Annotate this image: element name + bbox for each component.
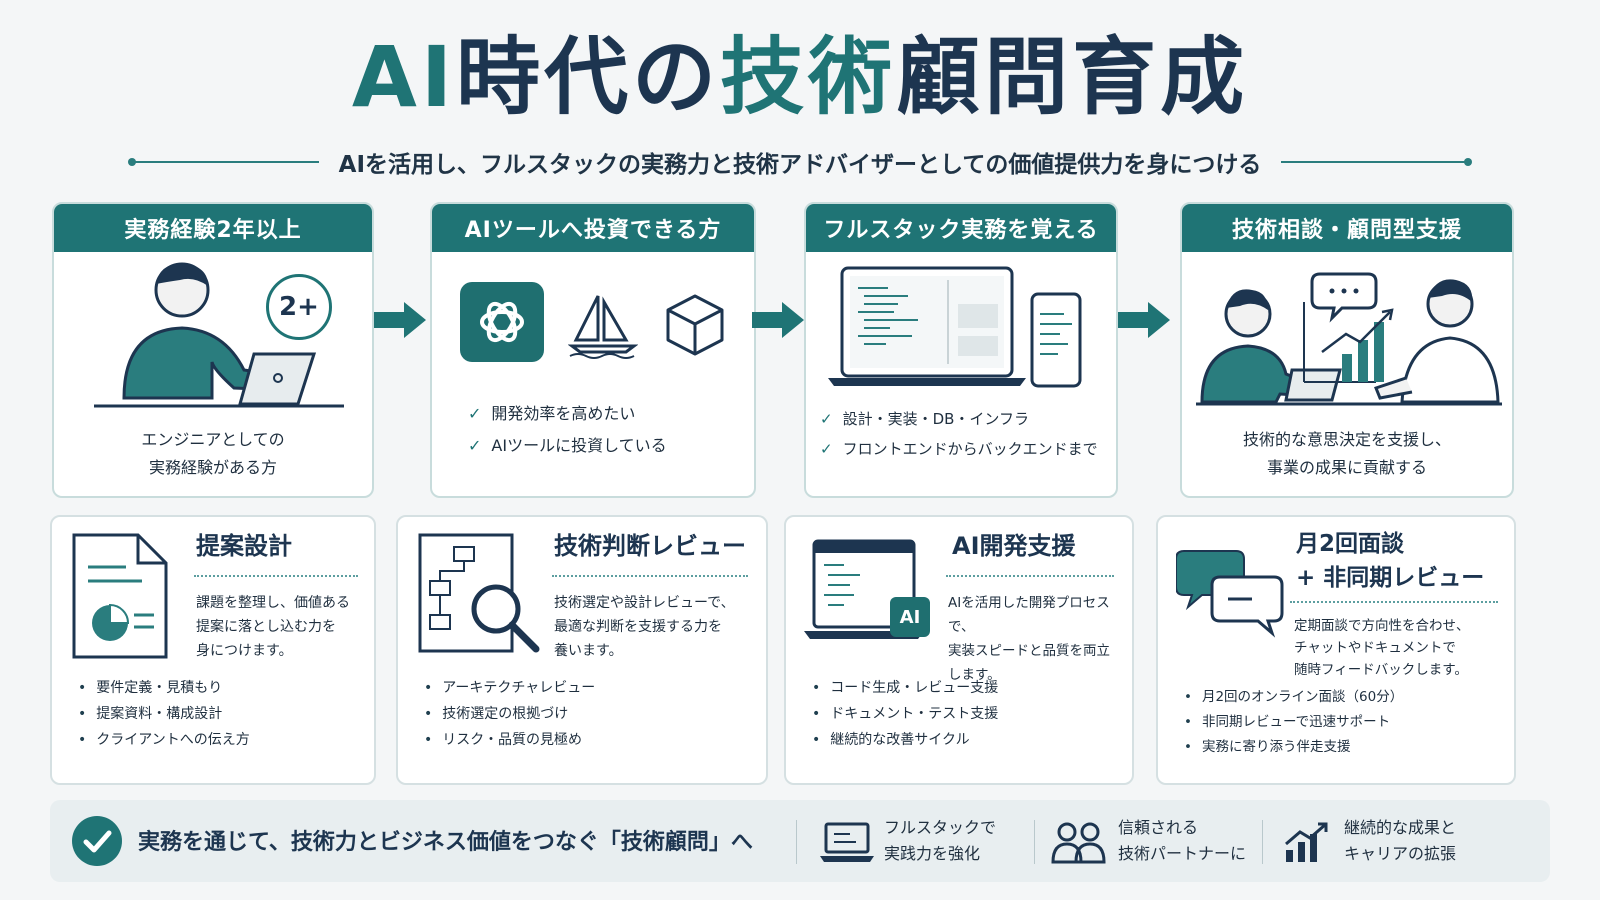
step-description-line1: エンジニアとしての <box>141 430 285 449</box>
step-header: フルスタック実務を覚える <box>806 204 1116 252</box>
subtitle-row: AIを活用し、フルスタックの実務力と技術アドバイザーとしての価値提供力を身につけ… <box>128 145 1472 179</box>
step-header: AIツールへ投資できる方 <box>432 204 754 252</box>
card-title-line1: 月2回面談 <box>1296 531 1405 557</box>
title-advisor: 顧問育成 <box>896 28 1249 126</box>
card-description: AIを活用した開発プロセスで、実装スピードと品質を両立します。 <box>948 595 1110 683</box>
banner-item-partner: 信頼される技術パートナーに <box>1118 818 1247 863</box>
card-description: 技術選定や設計レビューで、最適な判断を支援する力を養います。 <box>554 595 735 659</box>
page-title: AI時代の技術顧問育成 <box>0 22 1600 132</box>
sailboat-icon <box>568 295 638 359</box>
list-item: リスク・品質の見極め <box>424 727 595 753</box>
ai-chip-badge: AI <box>890 597 930 637</box>
banner-item-fullstack: フルスタックで実践力を強化 <box>884 818 997 863</box>
cube-icon <box>666 294 724 356</box>
card-ai-dev-support: AI AI開発支援 AIを活用した開発プロセスで、実装スピードと品質を両立します… <box>784 515 1134 785</box>
card-bullet-list: 月2回のオンライン面談（60分） 非同期レビューで迅速サポート 実務に寄り添う伴… <box>1184 685 1403 760</box>
step-header: 技術相談・顧問型支援 <box>1182 204 1512 252</box>
card-title: AI開発支援 <box>952 532 1076 560</box>
experience-badge: 2+ <box>266 274 332 340</box>
arrow-right-icon <box>374 302 426 338</box>
banner-message: 実務を通じて、技術力とビジネス価値をつなぐ「技術顧問」へ <box>138 830 753 855</box>
checklist: ✓設計・実装・DB・インフラ ✓フロントエンドからバックエンドまで <box>820 404 1098 464</box>
step-header: 実務経験2年以上 <box>54 204 372 252</box>
growth-chart-icon <box>1285 822 1328 862</box>
card-divider <box>946 575 1114 577</box>
list-item: 実務に寄り添う伴走支援 <box>1184 735 1403 760</box>
card-bullet-list: アーキテクチャレビュー 技術選定の根拠づけ リスク・品質の見極め <box>424 675 595 753</box>
chat-bubbles-icon <box>1176 550 1284 638</box>
laptop-icon <box>820 822 874 862</box>
card-divider <box>1290 601 1498 603</box>
card-description: 定期面談で方向性を合わせ、チャットやドキュメントで随時フィードバックします。 <box>1294 618 1470 678</box>
banner-divider <box>1034 820 1035 864</box>
card-divider <box>194 575 358 577</box>
banner-item-career: 継続的な成果とキャリアの拡張 <box>1344 818 1457 863</box>
step-card-experience: 実務経験2年以上 2+ エンジニアとしての 実務経験がある方 <box>52 202 374 498</box>
card-title-line2: + 非同期レビュー <box>1296 565 1485 591</box>
list-item: 技術選定の根拠づけ <box>424 701 595 727</box>
check-item: ✓AIツールに投資している <box>468 436 667 455</box>
step-card-fullstack: フルスタック実務を覚える ✓設計・実装・DB・インフラ ✓フ <box>804 202 1118 498</box>
ai-assistant-icon <box>460 282 544 362</box>
card-bullet-list: 要件定義・見積もり 提案資料・構成設計 クライアントへの伝え方 <box>78 675 250 753</box>
step-description-line2: 実務経験がある方 <box>148 458 277 477</box>
check-item: ✓開発効率を高めたい <box>468 404 636 423</box>
card-bullet-list: コード生成・レビュー支援 ドキュメント・テスト支援 継続的な改善サイクル <box>812 675 998 753</box>
list-item: クライアントへの伝え方 <box>78 727 249 753</box>
list-item: 要件定義・見積もり <box>78 675 250 701</box>
card-tech-review: 技術判断レビュー 技術選定や設計レビューで、最適な判断を支援する力を養います。 … <box>396 515 768 785</box>
arrow-right-icon <box>752 302 804 338</box>
engineer-laptop-icon <box>94 262 344 408</box>
subtitle-divider-right <box>1281 158 1472 166</box>
card-description: 課題を整理し、価値ある提案に落とし込む力を身につけます。 <box>196 595 350 659</box>
laptop-phone-code-icon <box>828 266 1082 388</box>
card-divider <box>552 575 748 577</box>
step-description-line1: 技術的な意思決定を支援し、 <box>1242 430 1451 449</box>
title-tech: 技術 <box>720 28 897 126</box>
people-icon <box>1051 822 1106 864</box>
list-item: 月2回のオンライン面談（60分） <box>1184 685 1403 710</box>
checklist: ✓開発効率を高めたい ✓AIツールに投資している <box>468 398 667 462</box>
step-description-line2: 事業の成果に貢献する <box>1266 458 1427 477</box>
check-item: ✓フロントエンドからバックエンドまで <box>820 440 1098 458</box>
check-icon: ✓ <box>468 404 482 423</box>
subtitle: AIを活用し、フルスタックの実務力と技術アドバイザーとしての価値提供力を身につけ… <box>338 152 1262 178</box>
card-title: 提案設計 <box>196 532 292 560</box>
title-era: 時代の <box>456 28 721 126</box>
list-item: ドキュメント・テスト支援 <box>812 701 998 727</box>
flowchart-magnifier-icon <box>418 533 540 653</box>
bottom-banner: 実務を通じて、技術力とビジネス価値をつなぐ「技術顧問」へ フルスタックで実践力を… <box>50 800 1550 882</box>
document-pie-chart-icon <box>72 533 168 659</box>
step-card-advisory: 技術相談・顧問型支援 技術的な意思決定を支援し、 事業の成果に貢献する <box>1180 202 1514 498</box>
consultation-scene-icon <box>1196 272 1502 406</box>
card-mentoring: 月2回面談 + 非同期レビュー 定期面談で方向性を合わせ、チャットやドキュメント… <box>1156 515 1516 785</box>
banner-divider <box>796 820 797 864</box>
banner-divider <box>1262 820 1263 864</box>
title-ai: AI <box>351 28 457 126</box>
list-item: 非同期レビューで迅速サポート <box>1184 710 1403 735</box>
check-icon: ✓ <box>820 410 833 428</box>
card-title: 技術判断レビュー <box>554 532 746 560</box>
list-item: 提案資料・構成設計 <box>78 701 250 727</box>
check-icon: ✓ <box>468 436 482 455</box>
check-circle-icon <box>72 816 122 866</box>
check-icon: ✓ <box>820 440 833 458</box>
arrow-right-icon <box>1118 302 1170 338</box>
check-item: ✓設計・実装・DB・インフラ <box>820 410 1029 428</box>
list-item: コード生成・レビュー支援 <box>812 675 998 701</box>
list-item: アーキテクチャレビュー <box>424 675 595 701</box>
subtitle-divider-left <box>128 158 319 166</box>
step-card-ai-tools: AIツールへ投資できる方 ✓開発効率を高めたい ✓AIツールに投資している <box>430 202 756 498</box>
list-item: 継続的な改善サイクル <box>812 727 998 753</box>
